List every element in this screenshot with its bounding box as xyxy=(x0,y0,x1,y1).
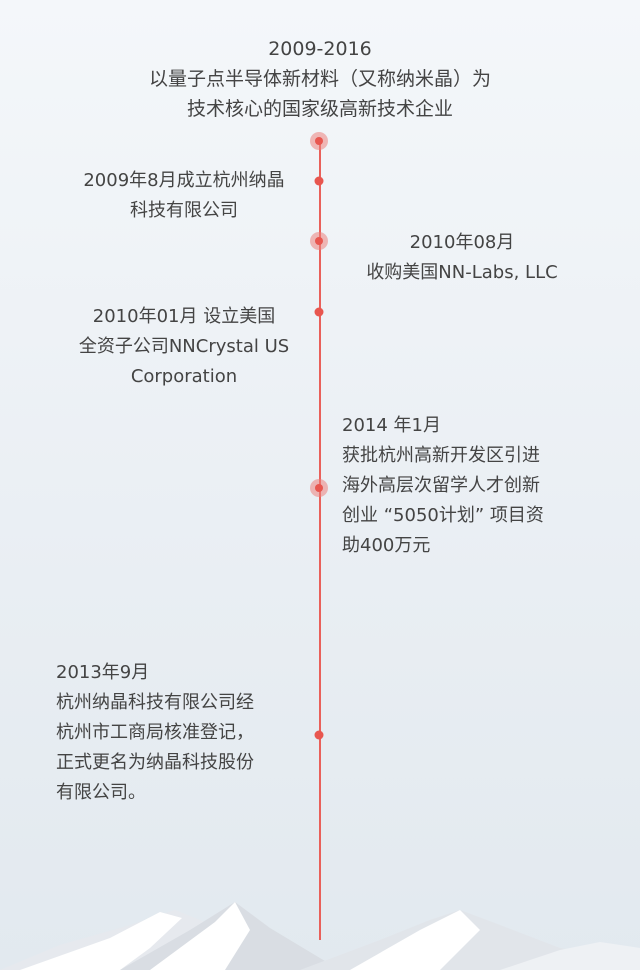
event-text: 获批杭州高新开发区引进 xyxy=(342,445,540,466)
event-text: 收购美国NN-Labs, LLC xyxy=(366,262,558,283)
header-period: 2009-2016 xyxy=(268,38,372,60)
event-text: 正式更名为纳晶科技股份 xyxy=(56,752,254,773)
event-text: Corporation xyxy=(130,366,238,387)
timeline-node-3 xyxy=(314,307,324,317)
event-text: 全资子公司NNCrystal US xyxy=(78,336,290,357)
timeline-node-top xyxy=(310,132,328,150)
header-line-2: 技术核心的国家级高新技术企业 xyxy=(186,98,453,120)
mountains-illustration xyxy=(0,902,640,970)
event-text: 科技有限公司 xyxy=(130,200,238,221)
event-text: 创业 “5050计划” 项目资 xyxy=(342,505,544,526)
timeline-event-2009-08: 2009年8月成立杭州纳晶 科技有限公司 xyxy=(58,166,310,226)
event-text: 2010年08月 xyxy=(409,232,515,253)
timeline-event-2010-08: 2010年08月 收购美国NN-Labs, LLC xyxy=(332,228,592,288)
timeline-event-2010-01: 2010年01月 设立美国 全资子公司NNCrystal US Corporat… xyxy=(50,302,318,392)
timeline-node-2 xyxy=(310,232,328,250)
timeline-header: 2009-2016 以量子点半导体新材料（又称纳米晶）为 技术核心的国家级高新技… xyxy=(0,34,640,124)
header-line-1: 以量子点半导体新材料（又称纳米晶）为 xyxy=(148,68,491,90)
timeline-node-5 xyxy=(314,730,324,740)
event-text: 2010年01月 设立美国 xyxy=(92,306,276,327)
event-text: 杭州纳晶科技有限公司经 xyxy=(56,692,254,713)
timeline-node-4 xyxy=(310,479,328,497)
timeline-axis xyxy=(318,140,321,940)
timeline-event-2014-01: 2014 年1月 获批杭州高新开发区引进 海外高层次留学人才创新 创业 “505… xyxy=(342,411,622,561)
event-text: 2009年8月成立杭州纳晶 xyxy=(83,170,285,191)
event-text: 海外高层次留学人才创新 xyxy=(342,475,540,496)
event-text: 助400万元 xyxy=(342,535,431,556)
event-text: 有限公司。 xyxy=(56,782,146,803)
event-text: 2014 年1月 xyxy=(342,415,441,436)
timeline-node-1 xyxy=(314,176,324,186)
event-text: 2013年9月 xyxy=(56,662,150,683)
timeline-event-2013-09: 2013年9月 杭州纳晶科技有限公司经 杭州市工商局核准登记， 正式更名为纳晶科… xyxy=(56,658,314,808)
event-text: 杭州市工商局核准登记， xyxy=(56,722,254,743)
